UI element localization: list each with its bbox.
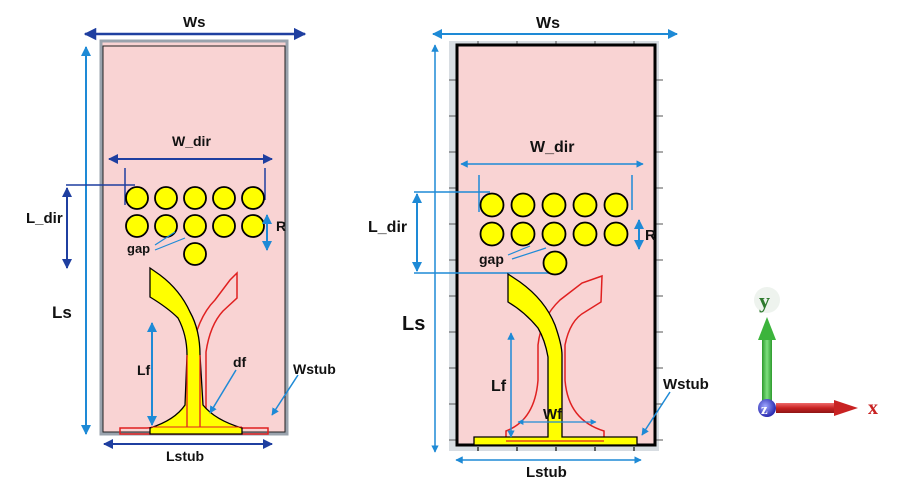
right-ws-label: Ws [536,15,560,32]
right-wstub-label: Wstub [663,376,709,393]
right-gap-label: gap [479,251,504,267]
left-gap-label: gap [127,241,150,256]
left-feed-patch [149,266,243,435]
right-gap-leader-1 [507,245,531,256]
left-lstub-label: Lstub [166,448,204,464]
right-gap-leader-2 [511,247,547,260]
left-panel: Ws Ls W_dir L_dir R gap Lf d [26,14,336,464]
right-wf-label: Wf [543,406,563,423]
left-r-label: R [276,218,286,234]
y-axis-label-bg [754,287,780,313]
director-circle [572,192,598,218]
director-circle [212,214,236,238]
director-circle [603,192,629,218]
left-gap-leader-1 [154,231,176,246]
director-circle [154,186,178,210]
right-panel: Ws Ls W_dir L_dir R gap Lf [368,15,709,479]
y-axis-label: y [759,288,770,313]
left-wstub-label: Wstub [293,361,336,377]
director-circle [183,242,207,266]
left-ls-label: Ls [52,303,72,322]
right-feed-patch [473,272,638,446]
director-circle [183,214,207,238]
director-circle [541,192,567,218]
left-lf-label: Lf [137,362,151,378]
right-ldir-label: L_dir [368,219,407,236]
director-circle [510,192,536,218]
z-axis-label: z [761,402,768,418]
right-bottom-ticks [477,447,635,451]
x-axis-arrow-shaft [776,403,836,413]
director-circle [212,186,236,210]
x-axis-arrow-head [834,400,858,416]
director-circle [603,221,629,247]
left-ldir-label: L_dir [26,210,63,227]
director-circle [241,186,265,210]
left-director-array [125,186,265,266]
y-axis-arrow-shaft [762,335,772,403]
right-lstub-label: Lstub [526,464,567,479]
left-wstub-leader [271,374,299,416]
director-circle [154,214,178,238]
left-ws-label: Ws [183,14,206,31]
director-circle [125,186,149,210]
left-wdir-label: W_dir [172,133,211,149]
left-df-label: df [233,354,247,370]
right-wstub-leader [641,391,671,436]
right-lf-label: Lf [491,378,507,395]
director-circle [542,250,568,276]
right-director-array [479,192,629,276]
left-gap-leader-2 [154,237,186,251]
z-axis-origin [758,399,776,417]
director-circle [241,214,265,238]
right-r-label: R [645,227,656,244]
right-wdir-label: W_dir [530,139,574,156]
director-circle [479,221,505,247]
director-circle [479,192,505,218]
y-axis-arrow-head [758,317,776,340]
left-df-leader [209,369,237,414]
director-circle [510,221,536,247]
axis-triad: y z x [754,287,878,419]
director-circle [541,221,567,247]
director-circle [572,221,598,247]
director-circle [183,186,207,210]
x-axis-label: x [868,397,878,419]
director-circle [125,214,149,238]
right-ls-label: Ls [402,313,425,335]
